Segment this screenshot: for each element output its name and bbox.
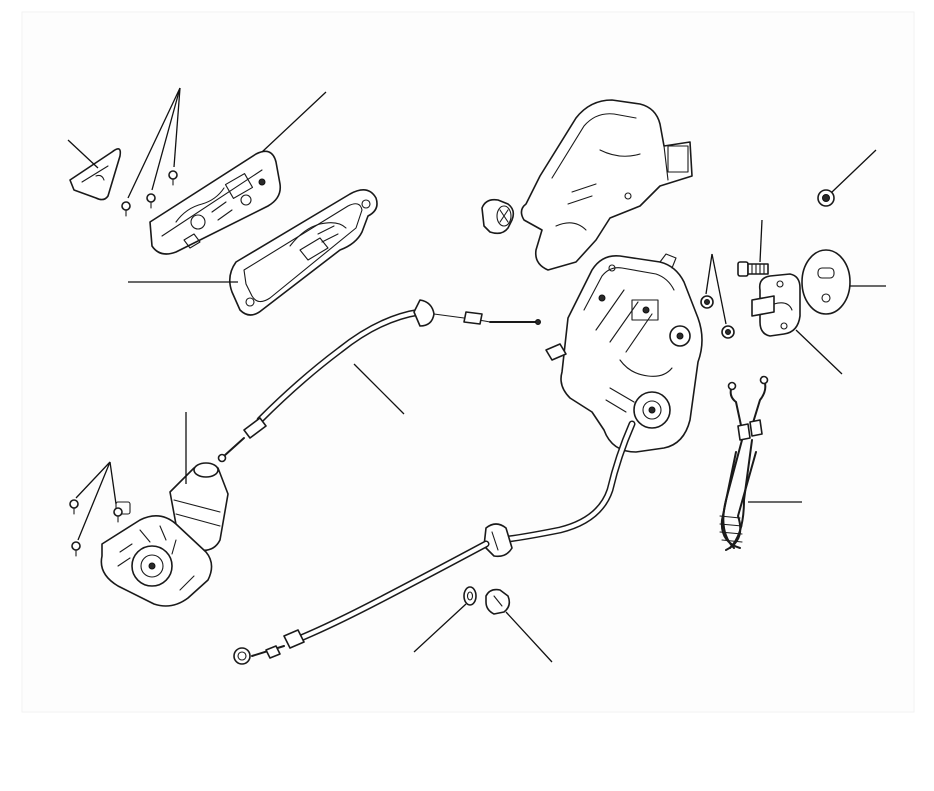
trim-cover-icon	[69, 148, 122, 201]
striker-plate-icon	[751, 273, 801, 337]
lock-cover-icon	[520, 99, 693, 271]
bump-stop-icon	[481, 198, 515, 235]
lock-rod-cable-icon	[719, 375, 769, 551]
nut-icon	[817, 189, 835, 207]
main-cable-icon	[233, 420, 636, 665]
leader-latch-screws	[705, 253, 727, 325]
latch-icon	[545, 253, 703, 453]
shim-icon	[801, 249, 851, 315]
screw-icon	[121, 170, 178, 217]
leader-nut	[831, 149, 877, 193]
clip-ring-icon	[463, 586, 477, 606]
handle-bezel-icon	[228, 189, 378, 316]
leader-handle-release-cable	[353, 363, 405, 415]
clip-icon	[485, 588, 511, 615]
leader-handle-housing	[261, 91, 327, 153]
handle-housing-icon	[149, 150, 282, 255]
leader-striker-bolt	[759, 219, 763, 263]
latch-screws-icon	[700, 295, 735, 339]
leader-clip-ring	[413, 603, 467, 653]
leader-handle-screws	[127, 87, 181, 199]
bolt-icon	[737, 261, 769, 277]
leader-trim-cover	[67, 139, 99, 169]
motor-screws-icon	[69, 499, 123, 557]
motor-icon	[100, 462, 229, 607]
cable-icon	[217, 299, 541, 463]
leader-cable-clip	[505, 611, 553, 663]
leader-motor-screws	[75, 461, 117, 541]
leader-striker-plate	[795, 329, 843, 375]
diagram-frame	[21, 11, 915, 713]
